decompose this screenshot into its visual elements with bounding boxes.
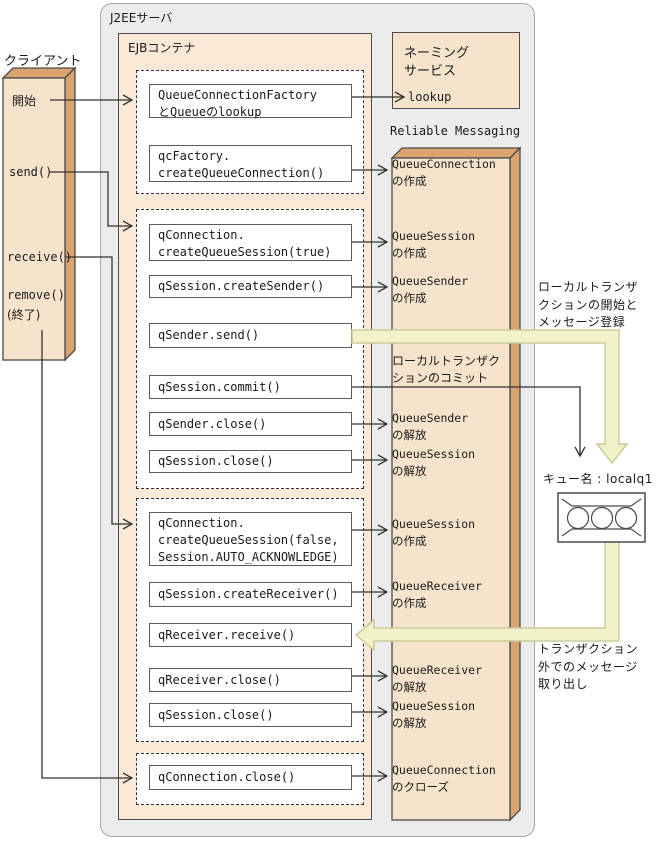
- queue-name-label: キュー名 : localq1: [543, 472, 653, 486]
- client-receive-label: receive(): [7, 250, 73, 264]
- cmd-session-close-2: qSession.close(): [149, 703, 352, 727]
- cmd-create-receiver: qSession.createReceiver(): [149, 582, 352, 607]
- naming-service-box: [392, 32, 520, 109]
- client-title: クライアント: [4, 54, 82, 69]
- client-remove-label: remove(): [7, 288, 65, 302]
- cmd-lookup-factory: QueueConnectionFactory とQueueのlookup: [149, 84, 352, 119]
- note-tx-outside: トランザクション 外でのメッセージ 取り出し: [538, 642, 639, 691]
- cmd-connection-close: qConnection.close(): [149, 765, 352, 790]
- note-local-tx-start: ローカルトランザ クションの開始と メッセージ登録: [538, 280, 639, 329]
- reliable-messaging-title: Reliable Messaging: [390, 124, 521, 138]
- cmd-create-sender: qSession.createSender(): [149, 275, 352, 298]
- rm-label-qc-create: QueueConnection の作成: [392, 157, 496, 188]
- cmd-commit: qSession.commit(): [149, 375, 352, 399]
- cmd-create-connection: qcFactory. createQueueConnection(): [149, 145, 352, 182]
- client-end-label: (終了): [7, 308, 41, 322]
- rm-label-qc-close: QueueConnection のクローズ: [392, 763, 496, 794]
- queue-icon: [557, 492, 646, 543]
- client-start-label: 開始: [12, 94, 37, 108]
- rm-label-qs-release1: QueueSession の解放: [392, 447, 476, 478]
- cmd-create-session-false: qConnection. createQueueSession(false, S…: [149, 512, 352, 566]
- j2ee-server-title: J2EEサーバ: [110, 11, 173, 25]
- rm-label-qs-create1: QueueSession の作成: [392, 229, 476, 260]
- rm-label-qsender-release: QueueSender の解放: [392, 411, 469, 442]
- client-send-label: send(): [9, 165, 53, 179]
- naming-title-line2: サービス: [404, 64, 457, 79]
- ejb-container-title: EJBコンテナ: [128, 41, 196, 55]
- rm-label-qs-release2: QueueSession の解放: [392, 699, 476, 730]
- cmd-session-close-1: qSession.close(): [149, 450, 352, 473]
- rm-label-qreceiver-release: QueueReceiver の解放: [392, 663, 483, 694]
- rm-label-qreceiver-create: QueueReceiver の作成: [392, 579, 483, 610]
- cmd-create-session-true: qConnection. createQueueSession(true): [149, 224, 352, 261]
- rm-note-local-commit: ローカルトランザク ションのコミット: [392, 354, 501, 385]
- cmd-receive: qReceiver.receive(): [149, 623, 352, 647]
- cmd-sender-close: qSender.close(): [149, 412, 352, 436]
- cmd-receiver-close: qReceiver.close(): [149, 668, 352, 692]
- naming-title-line1: ネーミング: [404, 46, 470, 61]
- naming-lookup-label: lookup: [408, 90, 452, 104]
- rm-label-qsender-create: QueueSender の作成: [392, 274, 469, 305]
- cmd-send: qSender.send(): [149, 323, 352, 348]
- rm-label-qs-create2: QueueSession の作成: [392, 517, 476, 548]
